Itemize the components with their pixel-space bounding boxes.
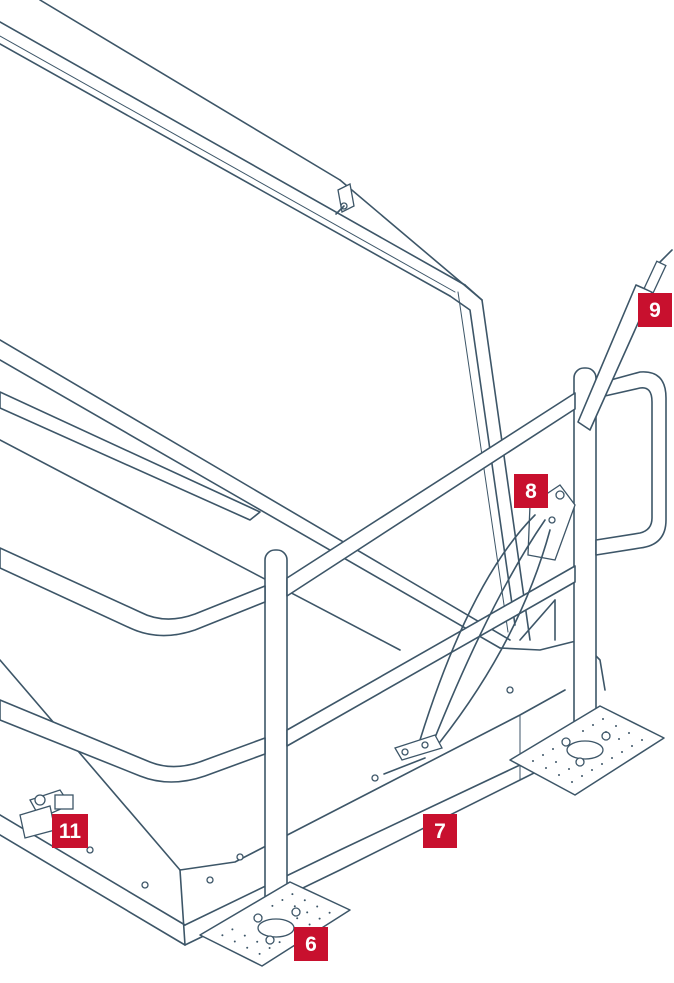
callout-7: 7 (423, 814, 457, 848)
base-plate-perforations (221, 718, 643, 955)
callout-8: 8 (514, 474, 548, 508)
cable-clamp (394, 734, 443, 761)
hatch-curb (0, 339, 606, 946)
gas-strut (577, 249, 673, 431)
base-plate-rear (509, 705, 665, 796)
callout-6: 6 (294, 927, 328, 961)
callout-9: 9 (638, 293, 672, 327)
hatch-lid (0, 0, 531, 641)
guardrail (0, 367, 667, 929)
latch-mechanism (19, 789, 214, 889)
front-post (264, 549, 288, 929)
callout-11: 11 (52, 814, 88, 848)
base-plate-front (199, 881, 351, 967)
